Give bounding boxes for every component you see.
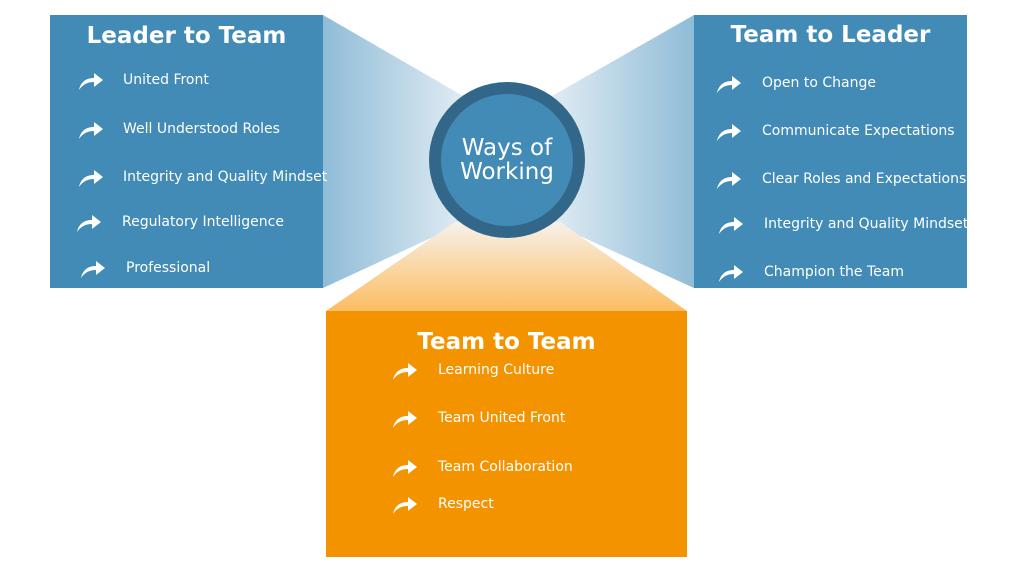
arrow-icon <box>392 361 418 381</box>
list-item: Open to Change <box>762 75 876 91</box>
list-item: Champion the Team <box>764 264 904 280</box>
arrow-icon <box>78 71 104 91</box>
right-funnel <box>545 15 694 288</box>
arrow-icon <box>716 74 742 94</box>
arrow-icon <box>716 170 742 190</box>
arrow-icon <box>392 409 418 429</box>
list-item: Respect <box>438 496 494 512</box>
arrow-icon <box>718 215 744 235</box>
arrow-icon <box>80 259 106 279</box>
arrow-icon <box>76 213 102 233</box>
list-item: United Front <box>123 72 209 88</box>
list-item: Learning Culture <box>438 362 555 378</box>
arrow-icon <box>78 120 104 140</box>
list-item: Team United Front <box>438 410 566 426</box>
arrow-icon <box>716 122 742 142</box>
bottom-funnel <box>326 222 687 311</box>
list-item: Team Collaboration <box>438 459 573 475</box>
arrow-icon <box>78 168 104 188</box>
panel-title: Team to Leader <box>730 22 931 48</box>
panel-title: Leader to Team <box>86 23 287 49</box>
arrow-icon <box>718 263 744 283</box>
list-item: Integrity and Quality Mindset <box>123 169 328 185</box>
list-item: Well Understood Roles <box>123 121 280 137</box>
list-item: Professional <box>126 260 211 276</box>
arrow-icon <box>392 458 418 478</box>
list-item: Regulatory Intelligence <box>122 214 284 230</box>
list-item: Integrity and Quality Mindset <box>764 216 969 232</box>
center-line-1: Ways of <box>461 135 553 161</box>
arrow-icon <box>392 495 418 515</box>
list-item: Communicate Expectations <box>762 123 955 139</box>
list-item: Clear Roles and Expectations <box>762 171 967 187</box>
panel-title: Team to Team <box>417 329 596 355</box>
center-line-2: Working <box>460 159 554 185</box>
left-funnel <box>323 15 470 288</box>
